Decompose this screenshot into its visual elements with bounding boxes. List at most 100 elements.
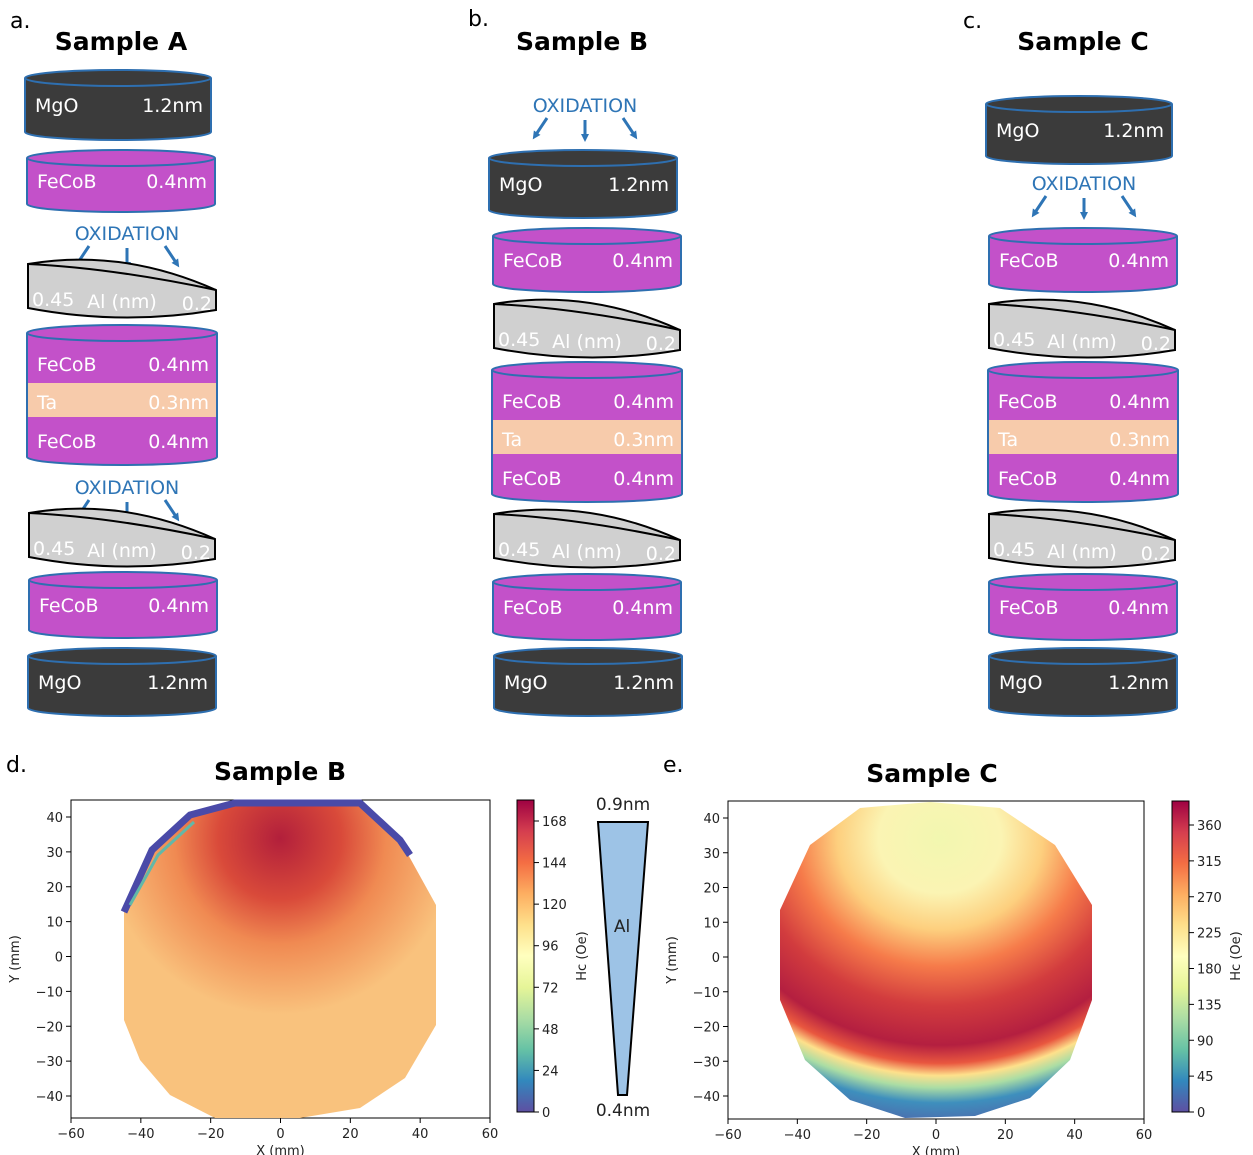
mgo-label: MgO xyxy=(38,672,81,694)
fecob-label: FeCoB xyxy=(503,250,563,272)
y-tick-label: 10 xyxy=(46,916,63,931)
oxidation-arrow-icon xyxy=(1120,195,1137,218)
fecob-layer: FeCoB 0.4nm xyxy=(26,149,216,213)
colorbar-tick-label: 45 xyxy=(1197,1070,1214,1085)
mgo-label: MgO xyxy=(499,174,542,196)
x-tick-label: −60 xyxy=(714,1128,741,1143)
fecob-disk-top xyxy=(988,573,1178,591)
fecob-thickness: 0.4nm xyxy=(146,171,207,193)
panel-c-letter: c. xyxy=(963,9,982,34)
al-label: Al (nm) xyxy=(1047,541,1117,563)
wafer-map-e xyxy=(780,802,1092,1118)
mgo-label: MgO xyxy=(999,672,1042,694)
fecob-thickness: 0.4nm xyxy=(613,468,674,490)
fecob-thickness: 0.4nm xyxy=(148,431,209,453)
fecob-thickness: 0.4nm xyxy=(613,391,674,413)
wafer-rim-inner-d xyxy=(128,820,196,906)
fecob-label: FeCoB xyxy=(999,597,1059,619)
al-thick-left: 0.45 xyxy=(993,329,1035,351)
al-label: Al (nm) xyxy=(552,331,622,353)
panel-e-title: Sample C xyxy=(866,759,997,788)
mgo-thickness: 1.2nm xyxy=(613,672,674,694)
mgo-disk-top xyxy=(985,95,1173,113)
colorbar-tick-label: 315 xyxy=(1197,855,1222,870)
panel-a-letter: a. xyxy=(10,9,30,34)
trilayer-top xyxy=(491,361,683,379)
y-tick-label: 30 xyxy=(703,847,720,862)
al-wedge-layer: 0.45 Al (nm) 0.2 xyxy=(493,298,681,359)
fecob-disk-top xyxy=(28,571,218,589)
mgo-disk-body xyxy=(27,656,217,717)
al-thick-right: 0.2 xyxy=(646,333,676,355)
x-tick-label: −60 xyxy=(57,1127,84,1142)
x-tick-label: 0 xyxy=(932,1128,940,1143)
oxidation-label: OXIDATION xyxy=(533,95,638,117)
wafer-rim-d xyxy=(120,799,413,914)
fecob-disk-body xyxy=(492,582,682,641)
colorbar-tick-label: 168 xyxy=(542,815,567,830)
fecob-disk-body xyxy=(28,580,218,639)
al-disk-edge xyxy=(28,512,216,540)
colorbar-tick-label: 96 xyxy=(542,940,559,955)
mgo-label: MgO xyxy=(35,95,78,117)
y-tick-label: −30 xyxy=(36,1055,63,1070)
ta-label: Ta xyxy=(997,429,1018,451)
y-tick-label: −20 xyxy=(693,1021,720,1036)
colorbar-tick-label: 270 xyxy=(1197,891,1222,906)
x-tick-label: 60 xyxy=(482,1127,499,1142)
x-tick-label: −40 xyxy=(784,1128,811,1143)
oxidation-label: OXIDATION xyxy=(75,477,180,499)
panel-d-letter: d. xyxy=(6,753,27,778)
fecob-label: FeCoB xyxy=(37,354,97,376)
al-thick-left: 0.45 xyxy=(498,329,540,351)
mgo-label: MgO xyxy=(504,672,547,694)
fecob-thickness: 0.4nm xyxy=(1109,391,1170,413)
fecob-label: FeCoB xyxy=(37,171,97,193)
colorbar-tick-label: 48 xyxy=(542,1023,559,1038)
fecob-layer: FeCoB 0.4nm xyxy=(988,573,1178,641)
fecob-label: FeCoB xyxy=(502,391,562,413)
al-wedge xyxy=(596,821,650,1096)
panel-b-title: Sample B xyxy=(516,27,648,56)
x-tick-label: 0 xyxy=(276,1127,284,1142)
wedge-top-label: 0.9nm xyxy=(596,795,650,815)
colorbar-tick-label: 144 xyxy=(542,857,567,872)
al-disk-body xyxy=(27,258,217,319)
wedge-label: Al xyxy=(614,917,630,937)
al-label: Al (nm) xyxy=(552,541,622,563)
trilayer-top xyxy=(26,324,218,342)
ta-thickness: 0.3nm xyxy=(148,392,209,414)
al-disk-edge xyxy=(493,303,681,331)
fecob-thickness: 0.4nm xyxy=(612,597,673,619)
y-tick-label: 20 xyxy=(703,882,720,897)
al-thick-right: 0.2 xyxy=(646,543,676,565)
al-thick-right: 0.2 xyxy=(1141,543,1171,565)
mgo-disk-top xyxy=(24,69,212,87)
mgo-disk-body xyxy=(985,104,1173,165)
fecob-disk-body xyxy=(492,236,682,293)
al-thick-right: 0.2 xyxy=(181,542,211,564)
ta-thickness: 0.3nm xyxy=(1109,429,1170,451)
oxidation-label: OXIDATION xyxy=(75,223,180,245)
oxidation-annotation: OXIDATION xyxy=(1032,173,1137,220)
panel-d-title: Sample B xyxy=(214,757,346,786)
x-tick-label: 20 xyxy=(997,1128,1014,1143)
colorbar-d xyxy=(516,799,535,1113)
fecob-thickness: 0.4nm xyxy=(1108,597,1169,619)
y-tick-label: −40 xyxy=(693,1090,720,1105)
fecob-label: FeCoB xyxy=(39,595,99,617)
colorbar-tick-label: 135 xyxy=(1197,998,1222,1013)
panel-e-letter: e. xyxy=(663,753,684,778)
y-tick-label: 20 xyxy=(46,881,63,896)
heatmap-e xyxy=(727,800,1145,1120)
y-axis-label: Y (mm) xyxy=(8,935,23,984)
y-tick-label: −40 xyxy=(36,1090,63,1105)
y-tick-label: −20 xyxy=(36,1020,63,1035)
